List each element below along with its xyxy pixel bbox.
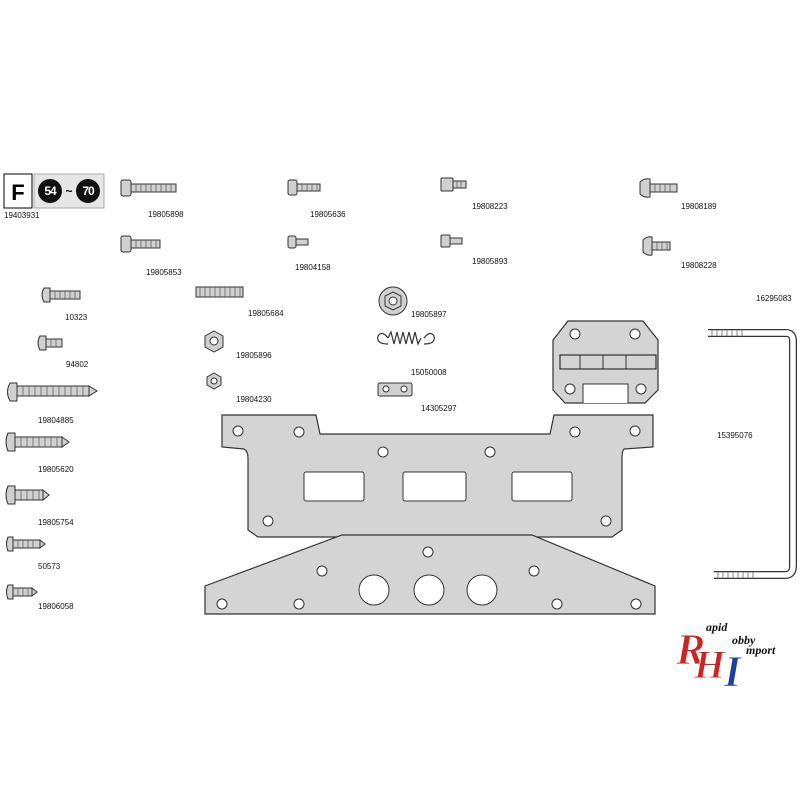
label-19804885: 19804885 [38, 416, 74, 425]
label-94802: 94802 [66, 360, 89, 369]
logo-word-obby: obby [732, 633, 756, 647]
upper-plate [221, 414, 654, 538]
screw-19805620: 19805620 [5, 432, 74, 474]
step-end-number: 70 [82, 184, 95, 198]
spring-15050008: 15050008 [377, 330, 447, 377]
label-19805898: 19805898 [148, 210, 184, 219]
label-15050008: 15050008 [411, 368, 447, 377]
label-19805636: 19805636 [310, 210, 346, 219]
lower-plate [204, 534, 656, 615]
nut-19804230: 19804230 [206, 372, 272, 404]
label-19805896: 19805896 [236, 351, 272, 360]
label-19805684: 19805684 [248, 309, 284, 318]
label-19805620: 19805620 [38, 465, 74, 474]
rod-19805684: 19805684 [195, 286, 284, 318]
screw-19804158: 19804158 [287, 235, 331, 272]
label-16295083: 16295083 [756, 294, 792, 303]
screw-50573: 50573 [6, 536, 61, 571]
screw-10323: 10323 [41, 287, 88, 322]
rapid-hobby-import-logo: R H I apid obby mport [675, 620, 777, 697]
screw-19808228: 19808228 [642, 236, 717, 270]
clip-14305297: 14305297 [377, 382, 457, 413]
screw-19808223: 19808223 [440, 177, 508, 211]
label-19805897: 19805897 [411, 310, 447, 319]
nut-19805896: 19805896 [204, 330, 272, 360]
hinge-bracket [552, 320, 659, 404]
screw-19805754: 19805754 [5, 485, 74, 527]
step-start-number: 54 [44, 184, 57, 198]
label-19806058: 19806058 [38, 602, 74, 611]
label-19804230: 19804230 [236, 395, 272, 404]
label-19805893: 19805893 [472, 257, 508, 266]
logo-letter-i: I [723, 647, 743, 696]
step-start-badge [38, 179, 62, 203]
screw-19805636: 19805636 [287, 179, 346, 219]
label-19805853: 19805853 [146, 268, 182, 277]
label-19804158: 19804158 [295, 263, 331, 272]
nut-19805897: 19805897 [378, 286, 447, 319]
label-19808189: 19808189 [681, 202, 717, 211]
label-19805754: 19805754 [38, 518, 74, 527]
step-end-badge [76, 179, 100, 203]
logo-word-mport: mport [746, 643, 776, 657]
step-tilde: ~ [65, 184, 72, 198]
label-14305297: 14305297 [421, 404, 457, 413]
logo-word-apid: apid [706, 620, 728, 634]
label-50573: 50573 [38, 562, 61, 571]
screw-19805893: 19805893 [440, 234, 508, 266]
section-letter: F [11, 180, 24, 205]
label-19808223: 19808223 [472, 202, 508, 211]
screw-19805898: 19805898 [120, 179, 184, 219]
label-10323: 10323 [65, 313, 88, 322]
label-19808228: 19808228 [681, 261, 717, 270]
label-15395076: 15395076 [717, 431, 753, 440]
screw-19804885: 19804885 [7, 382, 98, 425]
logo-letter-r: R [675, 625, 705, 674]
screw-19806058: 19806058 [6, 584, 74, 611]
screw-94802: 94802 [37, 335, 89, 369]
screw-19808189: 19808189 [639, 178, 717, 211]
screw-19805853: 19805853 [120, 235, 182, 277]
u-rod [708, 329, 797, 579]
logo-letter-h: H [693, 642, 727, 687]
section-letter-box [3, 173, 33, 209]
header-part-number: 19403931 [4, 211, 40, 220]
section-header: F 54 ~ 70 19403931 [3, 173, 105, 220]
